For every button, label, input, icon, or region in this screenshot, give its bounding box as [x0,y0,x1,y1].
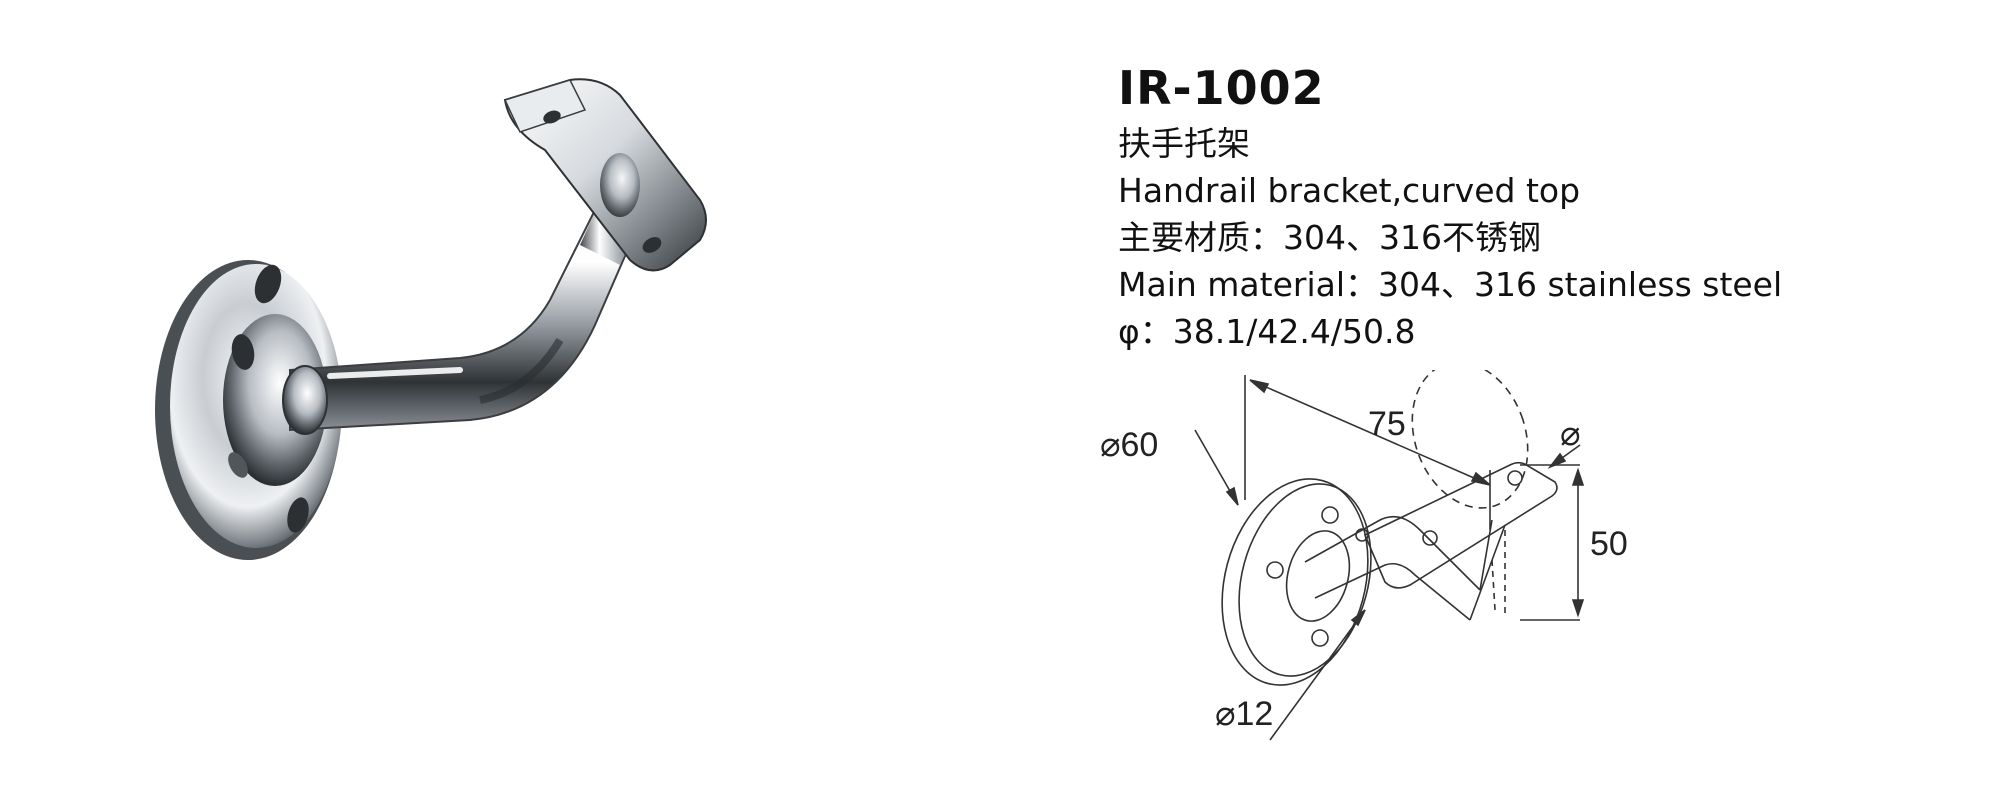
drawing-flange [1221,478,1372,686]
dim-label-12: ⌀12 [1215,695,1273,733]
product-photo [155,78,707,560]
product-name-cn: 扶手托架 [1118,124,1250,163]
technical-drawing: 75 ⌀60 50 ⌀12 ⌀ [1100,370,1628,741]
wall-flange [155,260,342,560]
bracket-arm [282,188,647,435]
dim-label-75: 75 [1368,405,1406,443]
dimension-lines [1194,375,1585,741]
dim-label-60: ⌀60 [1100,426,1158,464]
drawing-rail-outline [1411,370,1529,509]
product-name-en: Handrail bracket,curved top [1118,171,1581,210]
dim-label-phi: ⌀ [1560,415,1580,453]
saddle-plate [503,78,707,272]
material-cn: 主要材质：304、316不锈钢 [1118,218,1541,257]
diameter-options: φ：38.1/42.4/50.8 [1118,312,1416,351]
product-model: IR-1002 [1118,61,1325,115]
dim-label-50: 50 [1590,525,1628,563]
product-info: IR-1002 扶手托架 Handrail bracket,curved top… [1118,58,1978,355]
drawing-plate [1363,461,1558,589]
material-en: Main material：304、316 stainless steel [1118,265,1783,304]
drawing-arm [1304,515,1506,621]
